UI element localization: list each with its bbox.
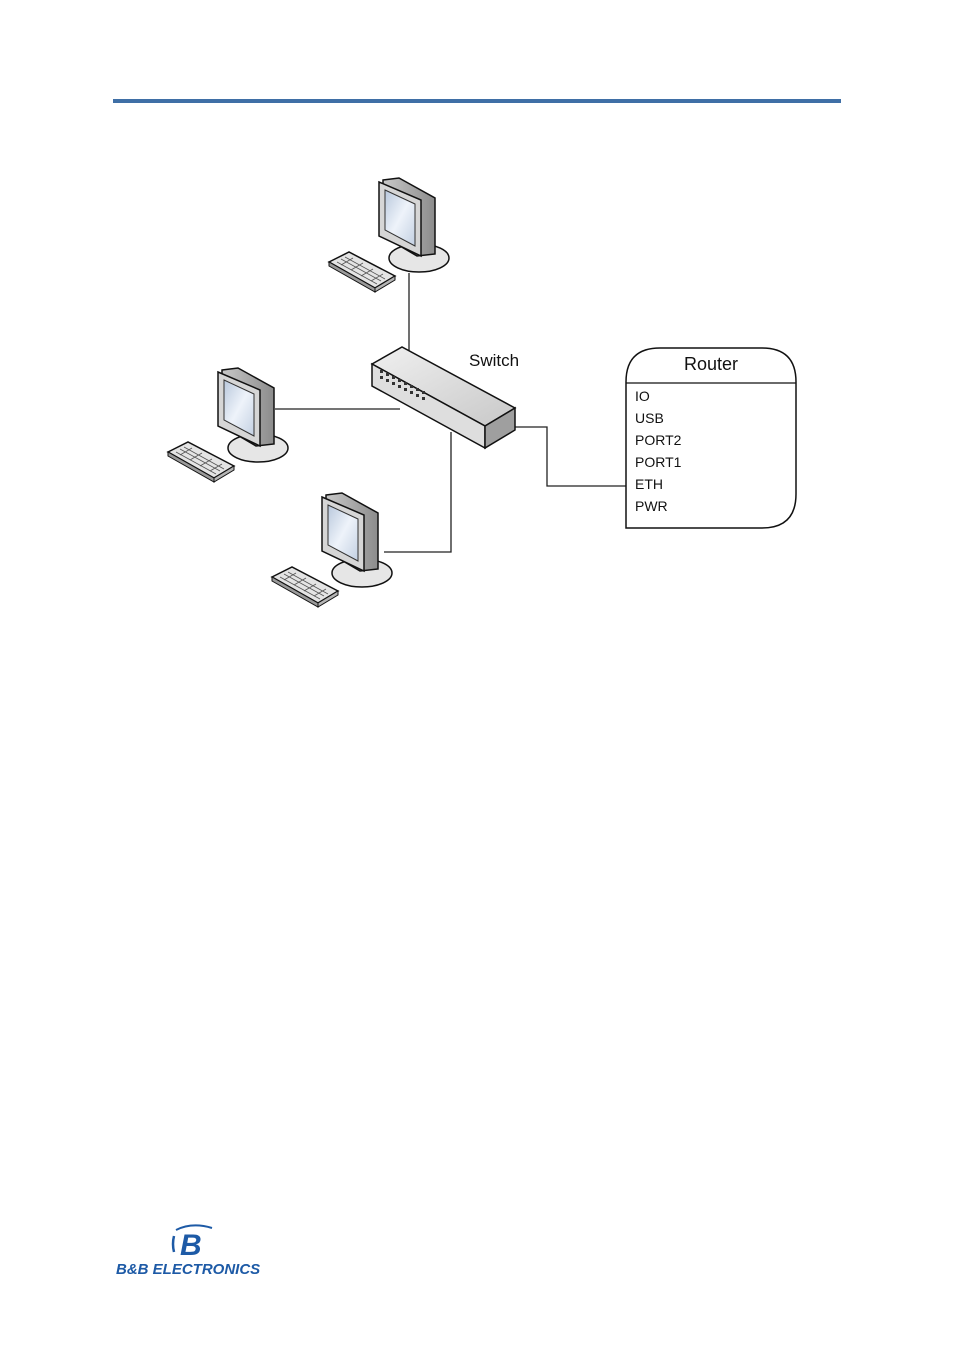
switch-label: Switch <box>469 351 519 370</box>
logo-text: B&B ELECTRONICS <box>116 1261 260 1278</box>
computer-icon <box>272 493 392 607</box>
computer-icon <box>329 178 449 292</box>
link-bottom-computer <box>384 432 451 552</box>
router-title: Router <box>684 354 738 374</box>
router-port-label: PWR <box>635 498 668 514</box>
router-port-label: PORT1 <box>635 454 682 470</box>
router-port-label: USB <box>635 410 664 426</box>
router-port-label: PORT2 <box>635 432 682 448</box>
router-port-label: ETH <box>635 476 663 492</box>
logo-mark: B <box>180 1229 202 1262</box>
computer-icon <box>168 368 288 482</box>
bb-electronics-logo: B B&B ELECTRONICS <box>112 1222 322 1282</box>
router-port-label: IO <box>635 388 650 404</box>
link-router-eth <box>515 427 626 486</box>
